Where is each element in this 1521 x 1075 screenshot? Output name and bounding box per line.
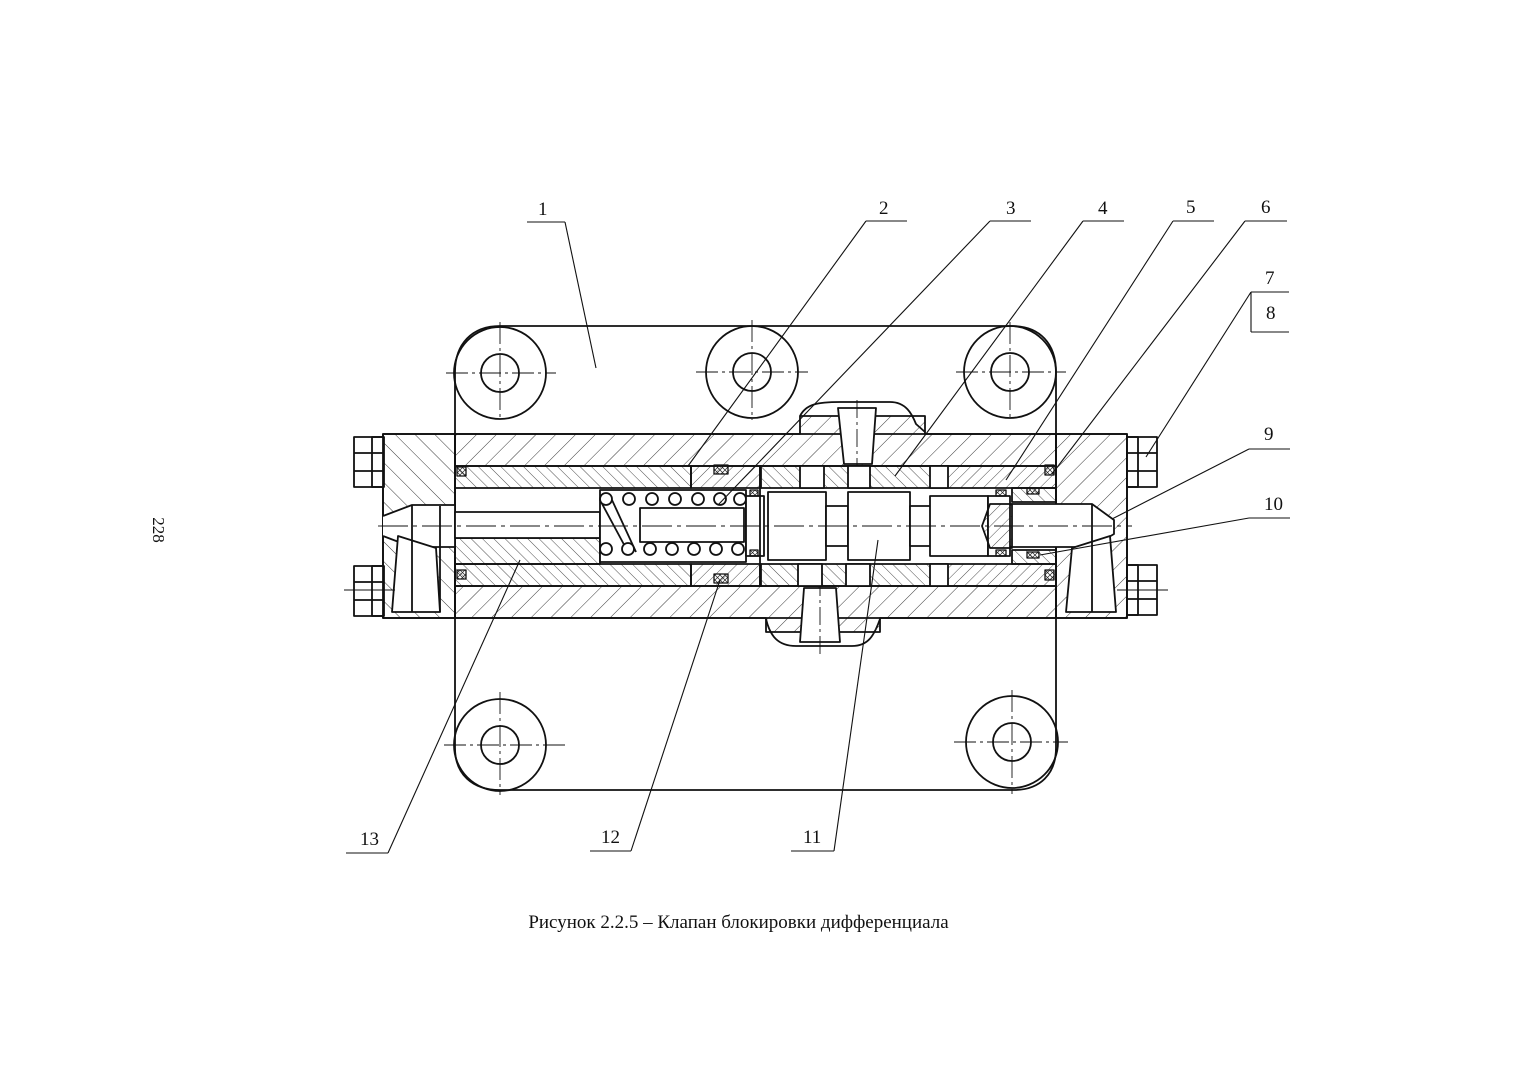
callout-9: 9 — [1264, 424, 1274, 445]
page-number: 228 — [149, 517, 168, 543]
callout-12: 12 — [601, 827, 620, 848]
callout-5: 5 — [1186, 197, 1196, 218]
bolt-hole-top-left — [446, 322, 556, 420]
callout-labels: 1 2 3 4 5 6 7 8 9 10 11 12 13 — [360, 197, 1283, 850]
callout-1: 1 — [538, 199, 548, 220]
left-upper-nut — [353, 436, 385, 488]
callout-3: 3 — [1006, 198, 1016, 219]
right-lower-nut — [1117, 564, 1168, 616]
callout-2: 2 — [879, 198, 889, 219]
left-plug — [382, 504, 456, 613]
callout-8: 8 — [1266, 303, 1276, 324]
outlet-port — [799, 578, 841, 658]
bolt-hole-bottom-left — [444, 692, 566, 795]
figure-caption-text: Рисунок 2.2.5 – Клапан блокировки диффер… — [528, 912, 949, 933]
left-rod — [454, 511, 601, 539]
callout-6: 6 — [1261, 197, 1271, 218]
inlet-port — [837, 400, 877, 476]
callout-13: 13 — [360, 829, 379, 850]
left-lower-nut — [344, 565, 395, 617]
callout-7: 7 — [1265, 268, 1275, 289]
callout-10: 10 — [1264, 494, 1283, 515]
bolt-hole-top-right — [956, 322, 1066, 420]
bolt-hole-top-center — [696, 320, 808, 420]
callout-11: 11 — [803, 827, 821, 848]
callout-4: 4 — [1098, 198, 1108, 219]
figure-caption: Рисунок 2.2.5 – Клапан блокировки диффер… — [0, 912, 1521, 934]
o-ring-seals — [456, 464, 1055, 584]
leader-lines — [346, 220, 1290, 854]
bolt-hole-bottom-right — [954, 690, 1068, 794]
right-upper-nut — [1126, 436, 1158, 488]
